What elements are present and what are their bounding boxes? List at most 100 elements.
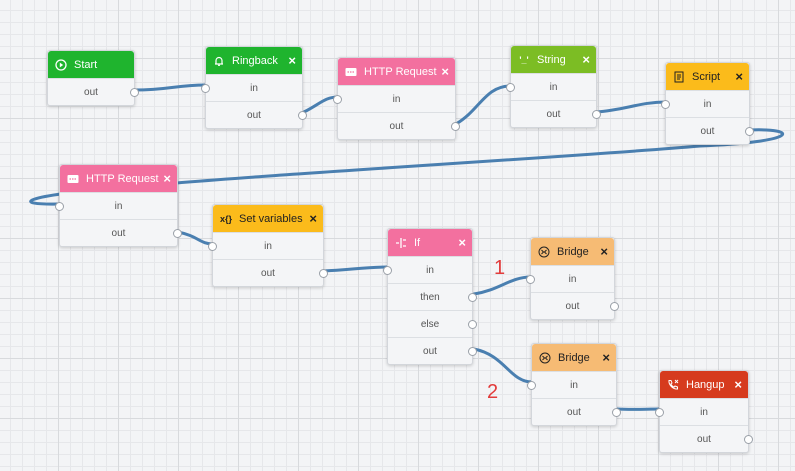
wire-out-bridge2 <box>472 347 534 384</box>
node-title: String <box>537 53 566 66</box>
port-row-in: in <box>527 371 616 398</box>
input-port[interactable] <box>526 274 535 284</box>
input-port[interactable] <box>383 265 392 275</box>
wire-http-string <box>454 84 513 126</box>
port-row-in: in <box>655 398 748 425</box>
node-title: HTTP Request <box>364 65 437 78</box>
port-row-out: out <box>206 101 307 128</box>
port-row-out: out <box>48 78 139 105</box>
output-port[interactable] <box>130 87 139 97</box>
port-row-in: in <box>526 265 614 292</box>
node-title: HTTP Request <box>86 172 159 185</box>
port-row-out: out <box>511 100 601 127</box>
node-title: If <box>414 236 421 249</box>
close-icon[interactable]: × <box>602 350 610 365</box>
node-bridge-2[interactable]: Bridge × in out <box>527 343 621 426</box>
node-script[interactable]: Script × in out <box>661 62 754 145</box>
http-icon <box>66 172 80 186</box>
node-script-header[interactable]: Script × <box>666 63 749 90</box>
node-title: Ringback <box>232 54 278 67</box>
close-icon[interactable]: × <box>735 69 743 84</box>
port-row-out: out <box>532 398 621 425</box>
port-row-in: in <box>661 90 749 117</box>
annotation-label-1: 1 <box>494 257 506 279</box>
wire-setvars-if <box>321 265 391 273</box>
port-row-else: else <box>388 310 477 337</box>
node-hangup-header[interactable]: Hangup × <box>660 371 748 398</box>
port-row-then: then <box>388 283 477 310</box>
node-http-request-1-header[interactable]: HTTP Request × <box>338 58 455 85</box>
node-if-header[interactable]: If × <box>388 229 472 256</box>
annotation-label-2: 2 <box>487 381 499 403</box>
output-port[interactable] <box>592 109 601 119</box>
close-icon[interactable]: × <box>600 244 608 259</box>
close-icon[interactable]: × <box>734 377 742 392</box>
port-row-in: in <box>383 256 472 283</box>
node-set-variables[interactable]: x{} Set variables × in out <box>208 204 328 287</box>
output-port[interactable] <box>319 268 328 278</box>
close-icon[interactable]: × <box>441 64 449 79</box>
output-port[interactable] <box>612 407 621 417</box>
variables-icon: x{} <box>219 213 232 224</box>
close-icon[interactable]: × <box>458 235 466 250</box>
node-hangup[interactable]: Hangup × in out <box>655 370 753 453</box>
node-ringback-header[interactable]: Ringback × <box>206 47 302 74</box>
input-port[interactable] <box>661 99 670 109</box>
port-row-in: in <box>333 85 455 112</box>
http-icon <box>344 65 358 79</box>
wire-http2-setvars <box>176 230 215 246</box>
input-port[interactable] <box>527 380 536 390</box>
output-port[interactable] <box>744 434 753 444</box>
input-port[interactable] <box>655 407 664 417</box>
close-icon[interactable]: × <box>582 52 590 67</box>
node-string-header[interactable]: '_' String × <box>511 46 596 73</box>
port-row-in: in <box>506 73 596 100</box>
node-start[interactable]: Start out <box>47 50 139 106</box>
node-http-request-1[interactable]: HTTP Request × in out <box>333 57 460 140</box>
port-row-out: out <box>338 112 460 139</box>
input-port[interactable] <box>208 241 217 251</box>
output-port[interactable] <box>173 228 182 238</box>
node-bridge-1-header[interactable]: Bridge × <box>531 238 614 265</box>
node-ringback[interactable]: Ringback × in out <box>201 46 307 129</box>
close-icon[interactable]: × <box>309 211 317 226</box>
string-icon: '_' <box>519 54 529 65</box>
bridge-icon <box>538 351 552 365</box>
output-port[interactable] <box>298 110 307 120</box>
node-bridge-2-header[interactable]: Bridge × <box>532 344 616 371</box>
wire-start-ringback <box>132 83 208 92</box>
port-row-out: out <box>213 259 328 286</box>
node-http-request-2-header[interactable]: HTTP Request × <box>60 165 177 192</box>
bell-icon <box>212 54 226 68</box>
port-row-out: out <box>60 219 182 246</box>
node-start-header[interactable]: Start <box>48 51 134 78</box>
output-port[interactable] <box>745 126 754 136</box>
output-port[interactable] <box>610 301 619 311</box>
port-row-out: out <box>660 425 753 452</box>
node-string[interactable]: '_' String × in out <box>506 45 601 128</box>
output-port[interactable] <box>468 346 477 356</box>
wire-string-script <box>594 100 668 114</box>
input-port[interactable] <box>55 201 64 211</box>
node-set-variables-header[interactable]: x{} Set variables × <box>213 205 323 232</box>
else-port[interactable] <box>468 319 477 329</box>
close-icon[interactable]: × <box>163 171 171 186</box>
output-port[interactable] <box>451 121 460 131</box>
port-row-out: out <box>666 117 754 144</box>
port-row-out: out <box>531 292 619 319</box>
node-title: Bridge <box>558 351 590 364</box>
input-port[interactable] <box>333 94 342 104</box>
phone-hangup-icon <box>666 378 680 392</box>
node-title: Set variables <box>239 212 303 225</box>
port-row-in: in <box>201 74 302 101</box>
close-icon[interactable]: × <box>288 53 296 68</box>
node-http-request-2[interactable]: HTTP Request × in out <box>55 164 182 247</box>
then-port[interactable] <box>468 292 477 302</box>
node-title: Start <box>74 58 98 71</box>
input-port[interactable] <box>201 83 210 93</box>
node-if[interactable]: If × in then else out <box>383 228 477 365</box>
node-bridge-1[interactable]: Bridge × in out <box>526 237 619 320</box>
node-title: Bridge <box>557 245 589 258</box>
port-row-in: in <box>208 232 323 259</box>
input-port[interactable] <box>506 82 515 92</box>
